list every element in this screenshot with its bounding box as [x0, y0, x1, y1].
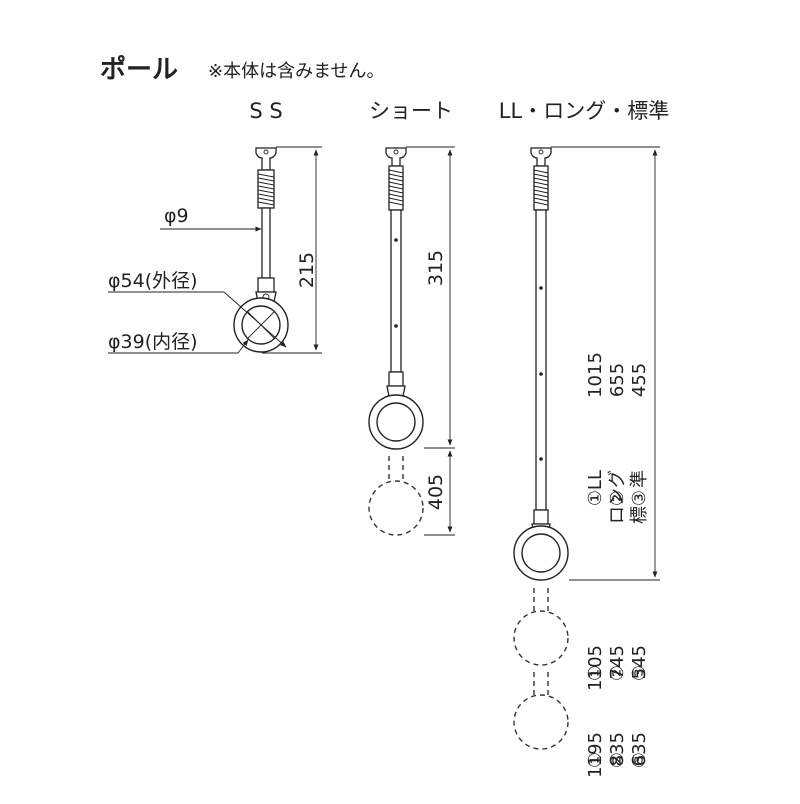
ll-ext1-value-2: 745	[607, 645, 628, 679]
short-dimensions	[406, 146, 455, 536]
ll-ext2-mark-2: ②	[607, 752, 628, 768]
ll-ext2-value-1: 1195	[585, 732, 606, 778]
ss-outer-diameter-label: φ54(外径)	[108, 270, 198, 292]
ll-ext1-value-3: 545	[629, 645, 650, 679]
ss-inner-diameter-label: φ39(内径)	[108, 331, 198, 353]
short-extension-label: 405	[425, 474, 447, 510]
short-pole	[368, 147, 424, 536]
ll-base-mark-1: ①	[585, 490, 606, 506]
ll-pole	[513, 147, 569, 750]
column-title-short: ショート	[369, 99, 453, 123]
ll-base-list: 1015 655 455 ① LL ② ロング ③ 標 準	[585, 352, 650, 524]
ll-ext2-list: ① 1195 ② 835 ③ 635	[585, 732, 650, 778]
ll-ext1-mark-3: ③	[629, 665, 650, 681]
short-length-label: 315	[425, 250, 447, 286]
ss-pole	[233, 147, 289, 353]
ll-ext2-mark-1: ①	[585, 752, 606, 768]
ll-ext1-list: ① 1105 ② 745 ③ 545	[585, 645, 650, 691]
ll-base-name-long: ロング	[607, 470, 628, 524]
ll-ext1-mark-2: ②	[607, 665, 628, 681]
ss-dimensions	[108, 146, 322, 354]
ll-ext1-value-1: 1105	[585, 645, 606, 691]
ll-ext2-value-3: 635	[629, 732, 650, 766]
ll-base-value-long: 655	[607, 363, 628, 397]
ss-pipe-diameter-label: φ9	[164, 205, 189, 227]
column-title-ll: LL・ロング・標準	[499, 99, 669, 123]
ll-ext2-value-2: 835	[607, 732, 628, 766]
page-title: ポール	[100, 54, 178, 85]
ll-dimensions	[551, 146, 660, 581]
ll-base-name-ll: LL	[585, 470, 606, 490]
ll-base-value-ll: 1015	[585, 352, 606, 398]
header-note: ※本体は含みません。	[208, 61, 385, 82]
column-title-ss: S S	[249, 99, 282, 123]
ll-base-mark-2: ②	[607, 490, 628, 506]
ss-length-label: 215	[296, 252, 318, 288]
ll-ext2-mark-3: ③	[629, 752, 650, 768]
ll-base-mark-3: ③	[629, 490, 650, 506]
ll-base-value-standard: 455	[629, 363, 650, 397]
ll-base-name-standard: 標 準	[629, 470, 650, 524]
ll-ext1-mark-1: ①	[585, 665, 606, 681]
